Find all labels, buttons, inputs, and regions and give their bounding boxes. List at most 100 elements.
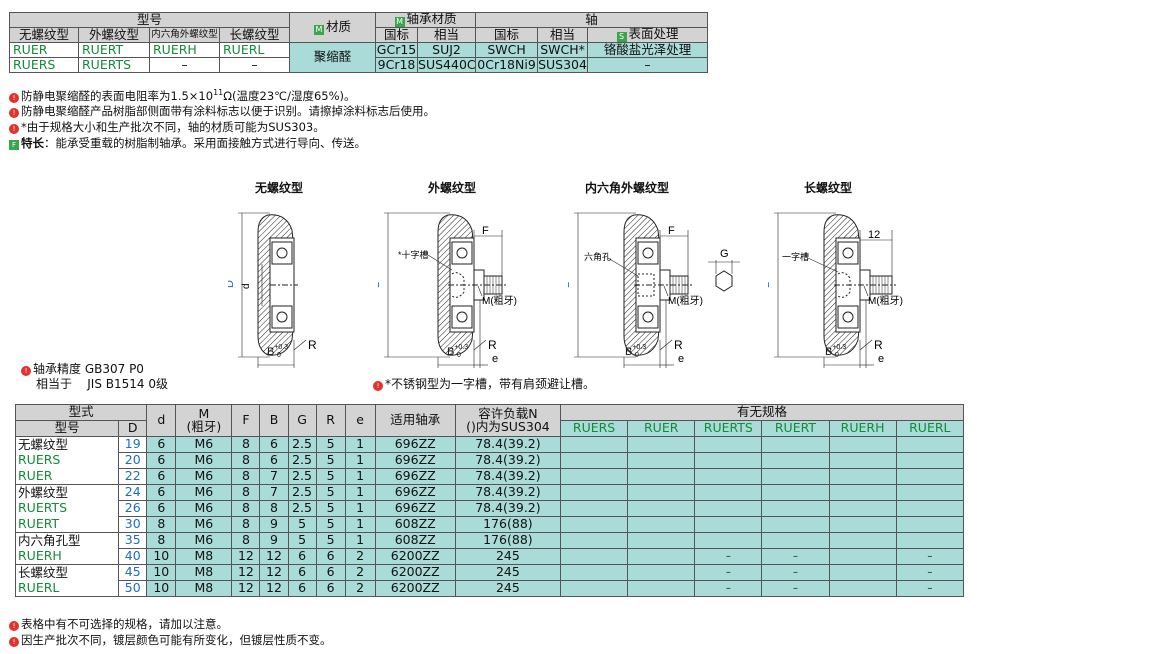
availability-cell[interactable] [828,484,897,501]
availability-cell[interactable] [627,564,696,581]
f-cell: 12 [231,580,261,597]
availability-cell[interactable] [895,436,965,453]
availability-cell[interactable] [828,436,897,453]
model-cell[interactable]: RUERH [149,42,220,58]
availability-cell[interactable] [560,532,629,549]
availability-cell[interactable] [895,500,965,517]
availability-cell[interactable] [627,484,696,501]
availability-cell[interactable] [627,436,696,453]
availability-cell[interactable] [627,532,696,549]
availability-cell[interactable]: – [761,548,830,565]
availability-cell[interactable]: – [895,580,965,597]
availability-cell[interactable] [761,516,830,533]
availability-cell[interactable] [627,452,696,469]
availability-cell[interactable] [694,500,763,517]
model-cell[interactable]: RUERL [218,42,291,58]
availability-cell[interactable] [560,484,629,501]
availability-cell[interactable] [627,500,696,517]
type-cell: RUERS [14,452,120,469]
availability-cell[interactable] [761,436,830,453]
availability-cell[interactable] [560,548,629,565]
availability-cell[interactable] [560,564,629,581]
bearing-header: 适用轴承 [374,404,456,437]
availability-cell[interactable] [627,516,696,533]
availability-cell[interactable] [828,516,897,533]
availability-cell[interactable] [694,484,763,501]
d-cell: 22 [118,468,148,485]
bearing-cell: 696ZZ [374,436,456,453]
g-cell: 6 [287,548,317,565]
availability-cell[interactable] [560,500,629,517]
d-cell: 40 [118,548,148,565]
no-thread-header: 无螺纹型 [9,27,79,43]
model-cell[interactable]: RUERT [78,42,150,58]
availability-cell[interactable] [560,516,629,533]
availability-cell[interactable]: – [694,564,763,581]
availability-cell[interactable] [828,548,897,565]
d-cell: 8 [146,532,177,549]
label-R: R [488,338,497,352]
surface-cell: – [587,57,709,73]
availability-cell[interactable]: – [895,564,965,581]
availability-cell[interactable]: – [761,580,830,597]
label-B: B [825,346,833,358]
availability-cell[interactable] [761,500,830,517]
availability-cell[interactable] [828,452,897,469]
f-cell: 12 [231,564,261,581]
availability-cell[interactable] [895,452,965,469]
availability-cell[interactable] [694,468,763,485]
availability-cell[interactable] [560,580,629,597]
label-F: F [482,225,489,237]
type-header: 型号 [14,420,120,437]
availability-cell[interactable] [895,516,965,533]
availability-cell[interactable] [828,468,897,485]
availability-cell[interactable] [761,452,830,469]
availability-cell[interactable] [694,436,763,453]
availability-cell[interactable] [694,532,763,549]
availability-cell[interactable] [694,516,763,533]
tol-upper: +0.3 [454,344,469,351]
availability-cell[interactable] [761,468,830,485]
availability-cell[interactable] [895,484,965,501]
availability-cell[interactable] [627,548,696,565]
availability-header: 有无规格 [560,404,964,421]
bearing-cell: 6200ZZ [374,548,456,565]
model-cell[interactable]: RUERS [9,57,79,73]
availability-cell[interactable] [560,452,629,469]
model-cell[interactable]: RUERTS [78,57,150,73]
availability-cell[interactable] [627,580,696,597]
availability-cell[interactable]: – [895,548,965,565]
availability-cell[interactable] [694,452,763,469]
availability-cell[interactable] [895,468,965,485]
availability-cell[interactable] [761,484,830,501]
availability-cell[interactable] [828,564,897,581]
availability-cell[interactable] [895,532,965,549]
availability-cell[interactable]: – [694,580,763,597]
availability-cell[interactable] [828,500,897,517]
caution-icon: ! [9,108,19,118]
availability-cell[interactable]: – [694,548,763,565]
availability-cell[interactable] [828,580,897,597]
availability-cell[interactable] [761,532,830,549]
bearing-cell: 696ZZ [374,468,456,485]
availability-cell[interactable] [560,436,629,453]
model-cell[interactable]: RUER [9,42,79,58]
availability-cell[interactable] [828,532,897,549]
availability-cell[interactable] [560,468,629,485]
e-cell: 2 [344,580,376,597]
availability-cell[interactable] [627,468,696,485]
r-cell: 5 [315,484,346,501]
availability-cell[interactable]: – [761,564,830,581]
d-cell: 26 [118,500,148,517]
drawing-title: 内六角外螺纹型 [585,181,670,195]
